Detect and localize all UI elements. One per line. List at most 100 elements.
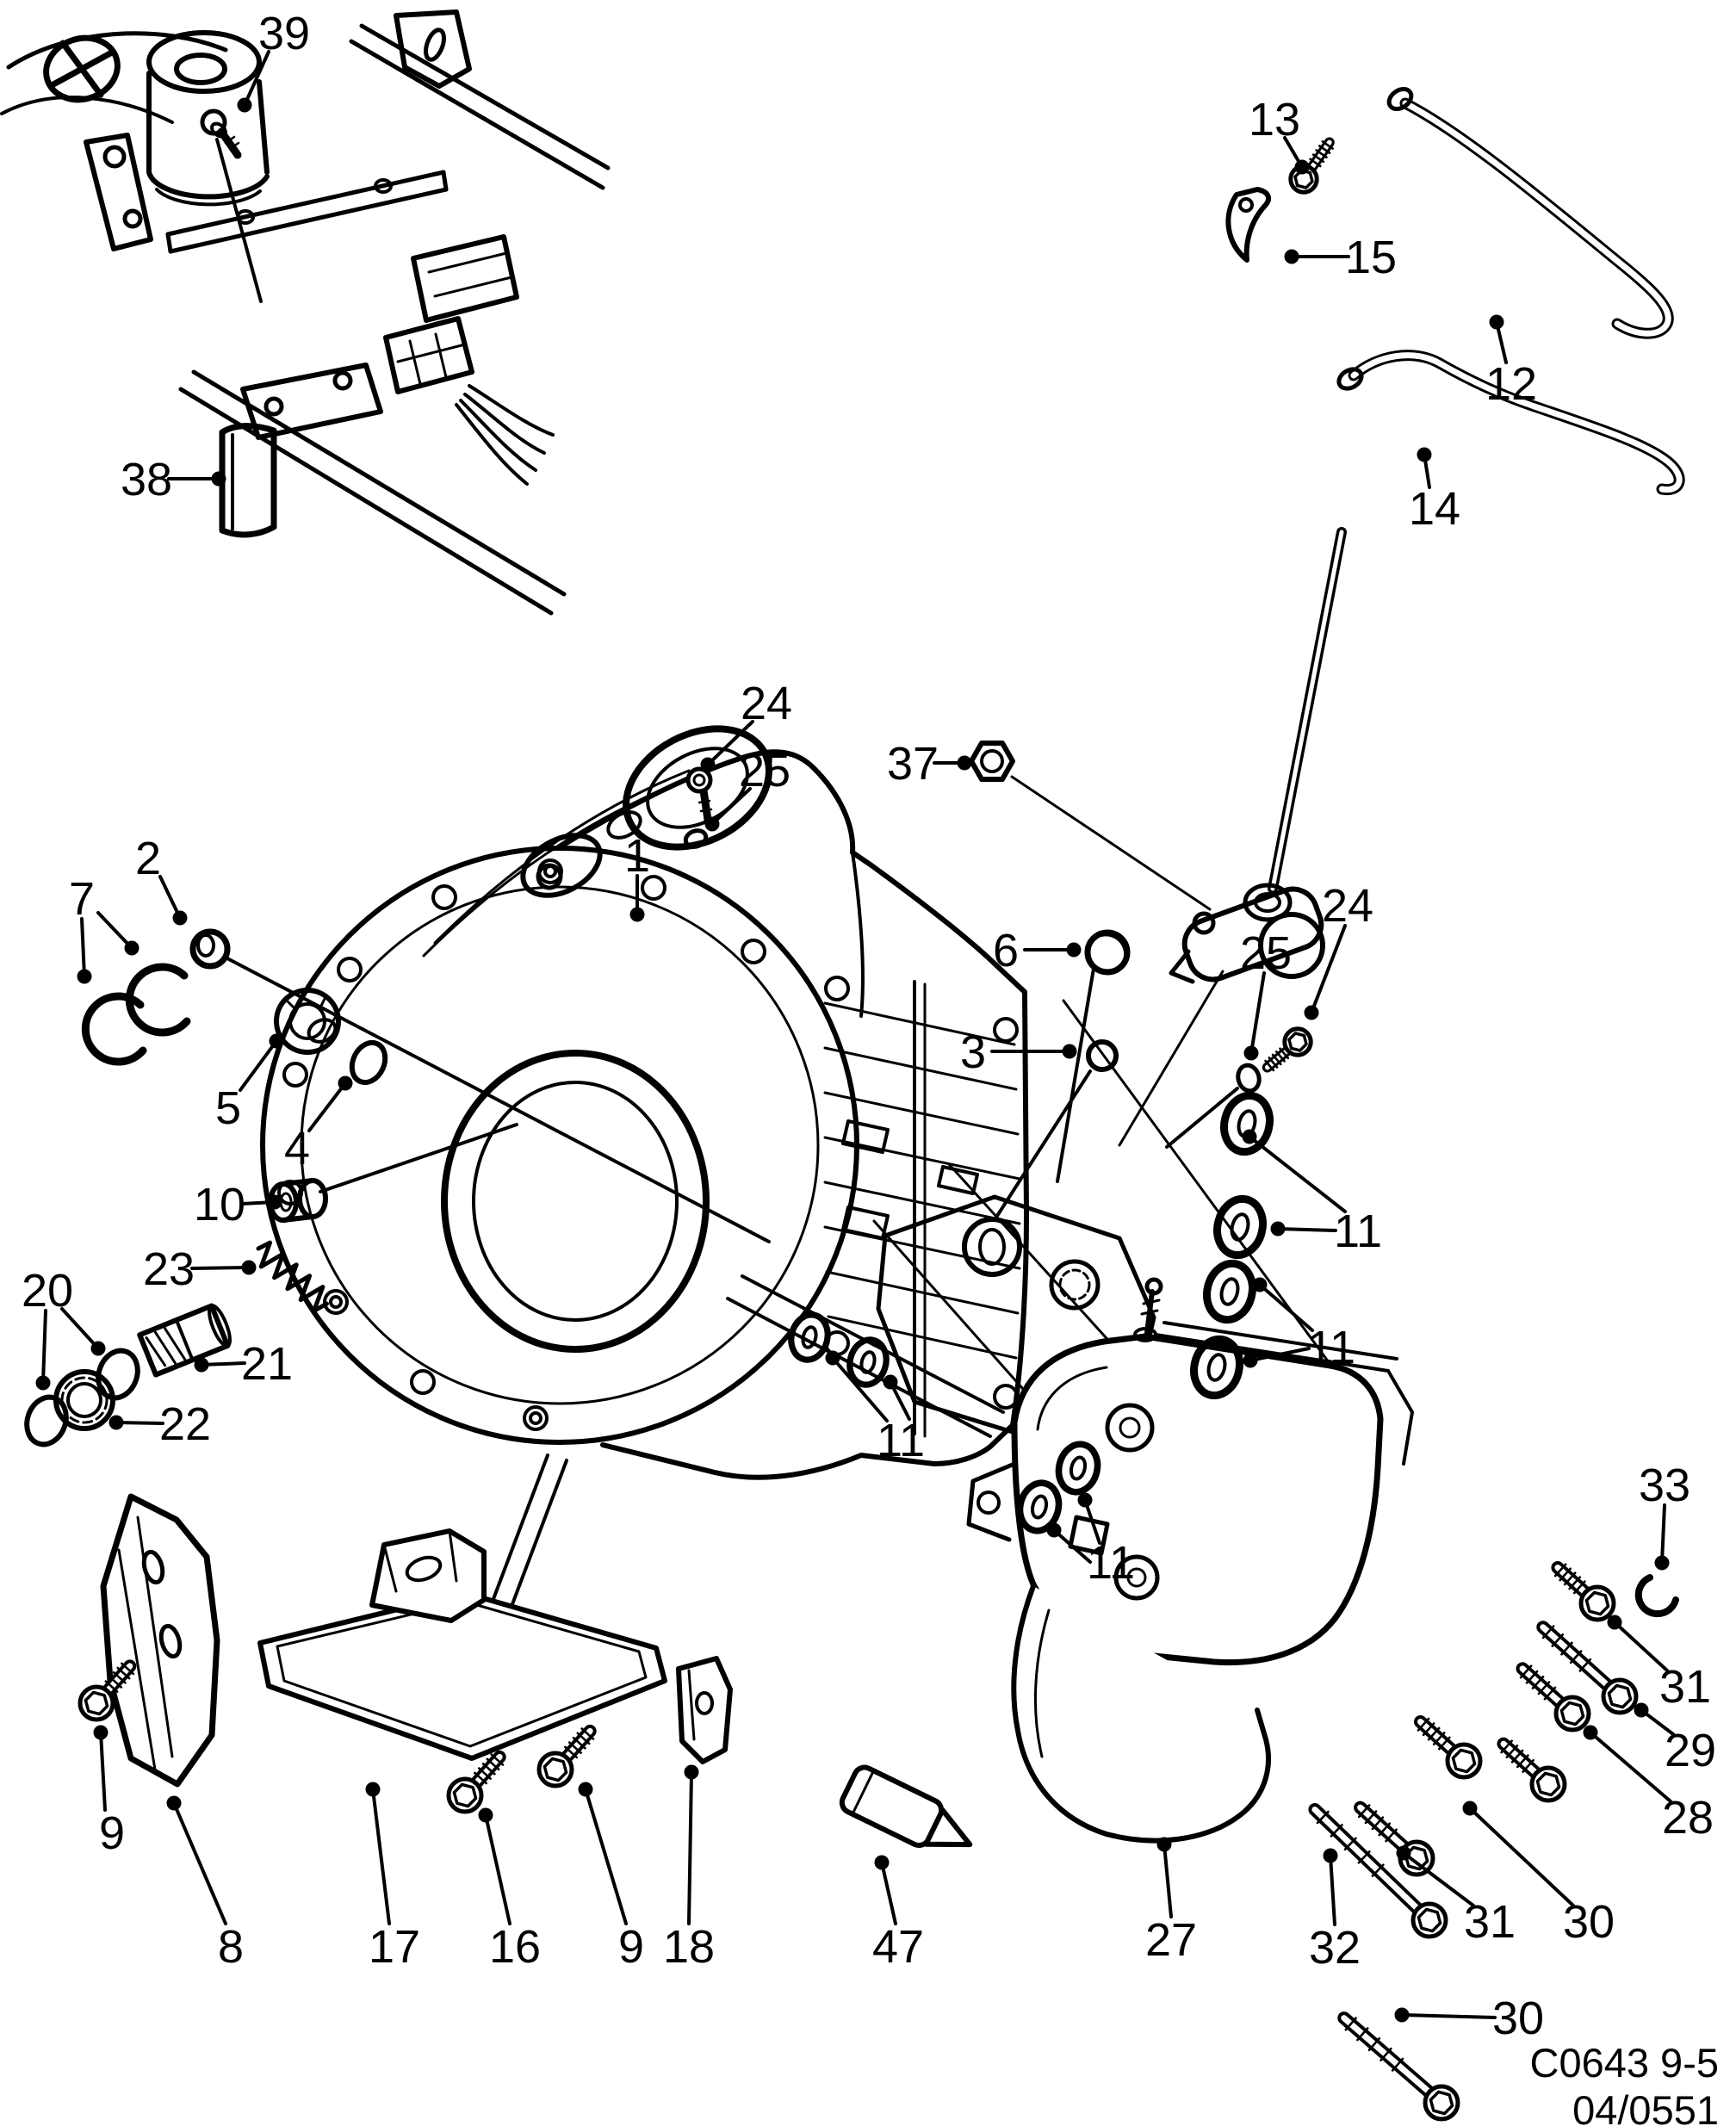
callout-28: 28 <box>1583 1725 1714 1844</box>
callout-1: 1 <box>624 830 650 922</box>
callout-label-9: 9 <box>618 1921 644 1973</box>
callout-6: 6 <box>993 925 1095 1183</box>
callout-16: 16 <box>478 1807 541 1973</box>
callout-label-15: 15 <box>1345 232 1397 283</box>
o-ring-4 <box>349 1039 388 1086</box>
callout-9: 9 <box>93 1725 125 1859</box>
callout-24: 24 <box>700 678 792 772</box>
bracket-38 <box>219 423 277 538</box>
callout-25: 25 <box>1165 927 1292 1149</box>
stud-spring <box>1133 1277 1163 1342</box>
callout-24: 24 <box>1304 880 1373 1020</box>
bolt <box>1551 1561 1616 1622</box>
seal-ring <box>1220 1091 1274 1156</box>
callout-label-24: 24 <box>1322 880 1373 932</box>
callout-label-28: 28 <box>1662 1792 1714 1844</box>
callout-37: 37 <box>887 738 972 790</box>
callout-label-18: 18 <box>663 1921 715 1973</box>
plug-5 <box>274 988 341 1055</box>
callout-2: 2 <box>135 833 771 1243</box>
valve-body-area <box>872 999 1679 1844</box>
callout-21: 21 <box>194 1338 293 1390</box>
callout-label-23: 23 <box>143 1243 195 1295</box>
callout-23: 23 <box>143 1243 257 1295</box>
callout-label-5: 5 <box>215 1082 241 1134</box>
callout-label-32: 32 <box>1309 1922 1361 1974</box>
callout-label-38: 38 <box>121 454 172 505</box>
callout-label-7: 7 <box>69 873 95 925</box>
callout-20: 20 <box>22 1265 106 1391</box>
snap-ring-7 <box>125 963 191 1037</box>
bolt <box>446 1750 506 1814</box>
bolt <box>1413 1714 1483 1780</box>
callout-label-9: 9 <box>99 1807 125 1859</box>
seal-ring <box>1203 1259 1256 1324</box>
callout-label-10: 10 <box>194 1179 245 1230</box>
bolt <box>1516 1662 1591 1732</box>
clamp-15 <box>1225 187 1272 263</box>
nipple-21 <box>137 1303 232 1378</box>
drawing-number: C0643 9-5 <box>1529 2040 1720 2086</box>
callout-38: 38 <box>121 454 226 505</box>
callout-4: 4 <box>284 1075 353 1175</box>
valve-body-cover-27 <box>966 1333 1384 1666</box>
revision-code: 04/0551 <box>1572 2087 1719 2126</box>
bolt <box>1308 1802 1448 1939</box>
seal-ring <box>846 1336 890 1388</box>
spring-23 <box>256 1240 329 1313</box>
callout-label-30: 30 <box>1492 1993 1544 2044</box>
callout-5: 5 <box>215 1033 284 1134</box>
callout-11: 11 <box>825 1350 925 1466</box>
relay-block <box>411 234 519 323</box>
bolt <box>1497 1737 1567 1803</box>
callout-9: 9 <box>578 1782 644 1973</box>
callout-30: 30 <box>1462 1801 1615 1948</box>
callout-label-17: 17 <box>369 1921 420 1973</box>
snap-ring-7 <box>81 992 147 1066</box>
dipstick-assembly <box>969 527 1347 1147</box>
callout-18: 18 <box>663 1764 715 1973</box>
bolt <box>536 1724 597 1788</box>
oil-filter-17 <box>257 1528 667 1761</box>
callout-47: 47 <box>872 1855 924 1973</box>
bracket-plate <box>84 133 153 251</box>
pipe-12 <box>1386 87 1674 339</box>
callout-13: 13 <box>1249 94 1310 175</box>
c-clip-33 <box>1634 1574 1679 1618</box>
callout-label-3: 3 <box>960 1026 986 1078</box>
callout-label-25: 25 <box>739 745 790 796</box>
callout-label-1: 1 <box>624 830 650 882</box>
callout-label-11: 11 <box>1307 1322 1355 1373</box>
callout-27: 27 <box>1145 1837 1197 1966</box>
seal-ring <box>1190 1335 1243 1400</box>
callout-label-4: 4 <box>284 1123 310 1175</box>
callout-label-25: 25 <box>1240 927 1292 979</box>
bell-housing-flange <box>260 846 859 1445</box>
wire-harness <box>455 384 555 486</box>
callout-label-33: 33 <box>1639 1460 1690 1511</box>
connector-block <box>383 316 474 394</box>
seal-rings-11 <box>788 1091 1274 1534</box>
callout-label-29: 29 <box>1665 1725 1716 1776</box>
callout-label-14: 14 <box>1409 483 1460 535</box>
callout-label-31: 31 <box>1464 1896 1516 1948</box>
callout-label-21: 21 <box>241 1338 293 1390</box>
top-opening <box>623 725 772 851</box>
callout-11: 11 <box>1242 1129 1382 1257</box>
callout-17: 17 <box>365 1782 420 1973</box>
o-ring-25 <box>683 828 709 849</box>
callout-29: 29 <box>1634 1702 1716 1776</box>
cooler-pipes <box>1225 87 1685 496</box>
bolt-24-top <box>685 766 713 824</box>
callout-7: 7 <box>69 873 140 984</box>
cross-plug-icon <box>43 34 121 103</box>
bolt <box>78 1659 137 1722</box>
sensor-plate <box>240 363 383 440</box>
sump-lobe <box>1011 1584 1271 1844</box>
callout-label-11: 11 <box>1334 1206 1382 1257</box>
seal-ring <box>788 1311 831 1363</box>
callout-label-22: 22 <box>159 1398 211 1450</box>
bolt <box>1262 1026 1313 1073</box>
